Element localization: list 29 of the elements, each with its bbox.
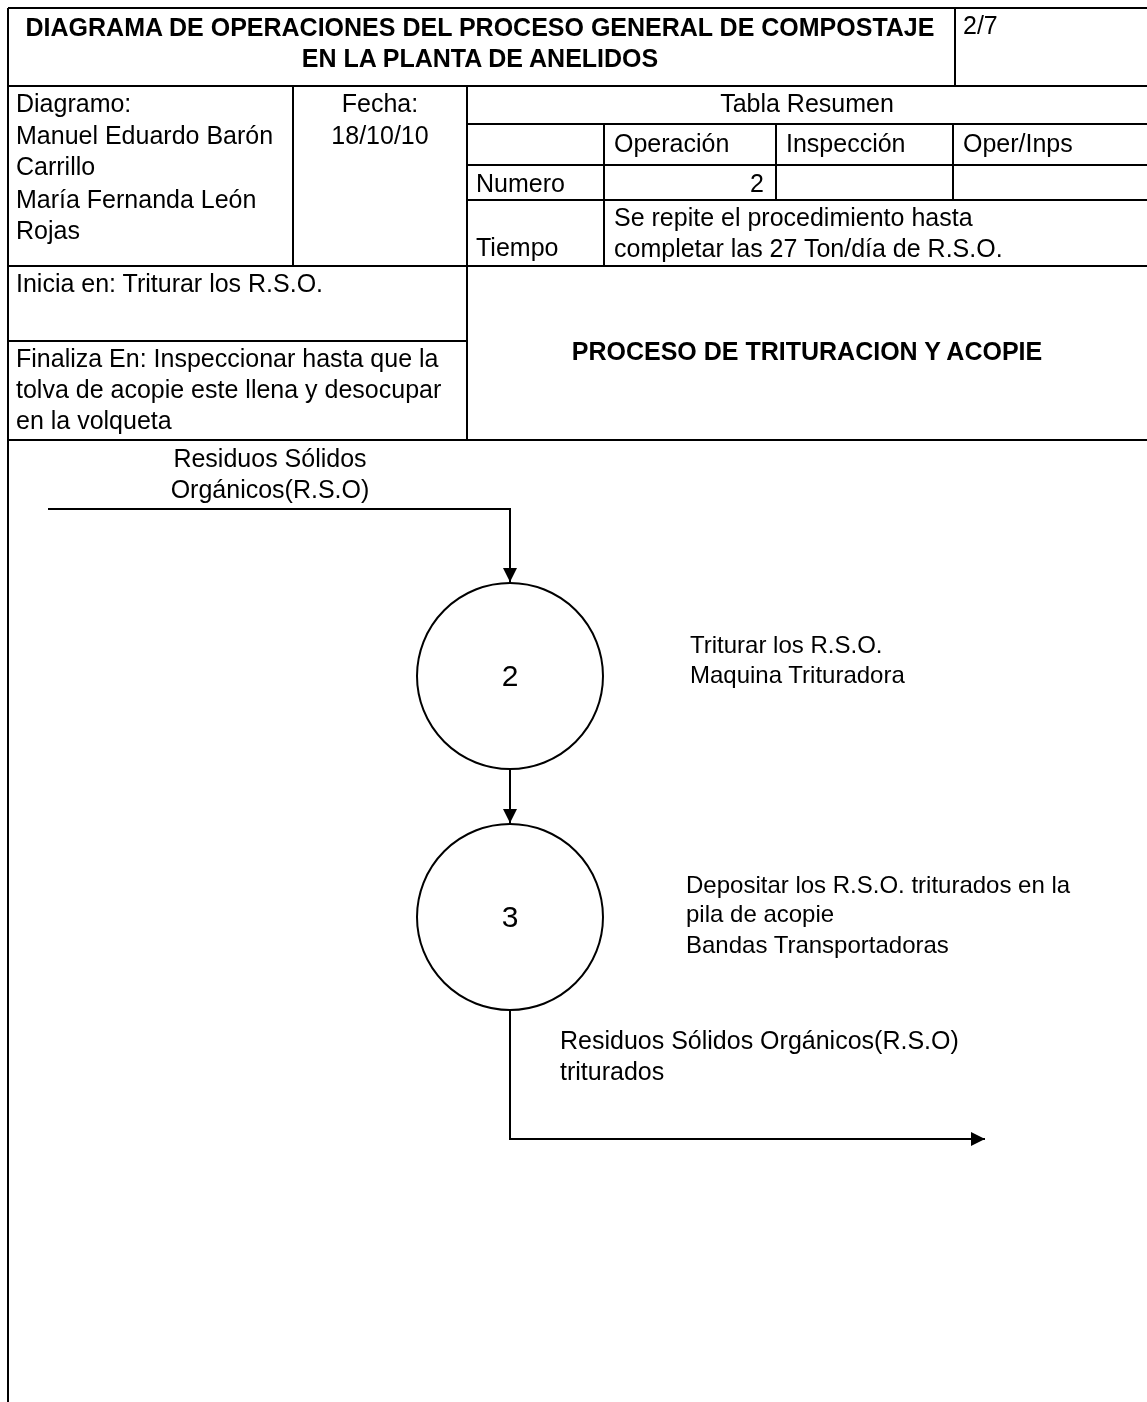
edge-label: Residuos Sólidos Orgánicos(R.S.O) — [169, 443, 371, 505]
column-header: Oper/Inps — [963, 128, 1073, 159]
operation-description: Triturar los R.S.O. — [690, 630, 884, 659]
row-header: Numero — [476, 168, 565, 199]
arrow — [503, 769, 517, 824]
note-text: Inicia en: Triturar los R.S.O. — [16, 268, 325, 299]
field-label: Diagramo: — [16, 88, 132, 119]
page-number: 2/7 — [963, 10, 998, 41]
field-label: Fecha: — [340, 88, 420, 119]
arrow — [509, 1010, 986, 1146]
title-text: DIAGRAMA DE OPERACIONES DEL PROCESO GENERAL DE COMPOSTAJE EN LA PLANTA DE ANELIDOS — [24, 12, 936, 74]
author-name: Manuel Eduardo Barón Carrillo — [16, 120, 275, 182]
column-header: Inspección — [786, 128, 906, 159]
row-header: Tiempo — [476, 232, 559, 263]
operation-number: 2 — [501, 659, 519, 693]
column-header: Operación — [614, 128, 730, 159]
edge-label: Residuos Sólidos Orgánicos(R.S.O) triturados — [560, 1025, 960, 1087]
date-text: 18/10/10 — [330, 120, 430, 151]
author-name: María Fernanda León Rojas — [16, 184, 258, 246]
table-value: 2 — [749, 168, 764, 199]
operation-number: 3 — [501, 900, 519, 934]
table-heading: Tabla Resumen — [719, 88, 895, 119]
section-heading: PROCESO DE TRITURACION Y ACOPIE — [570, 336, 1044, 367]
operation-description: Bandas Transportadoras — [686, 930, 950, 959]
note-text: Finaliza En: Inspeccionar hasta que la tolva de acopie este llena y desocupar en la volqueta — [16, 343, 443, 436]
note-text: Se repite el procedimiento hasta completar las 27 Ton/día de R.S.O. — [614, 202, 1004, 264]
arrow — [47, 508, 517, 583]
operation-description: Maquina Trituradora — [690, 660, 906, 689]
operation-description: Depositar los R.S.O. triturados en la pila de acopie — [686, 870, 1072, 928]
